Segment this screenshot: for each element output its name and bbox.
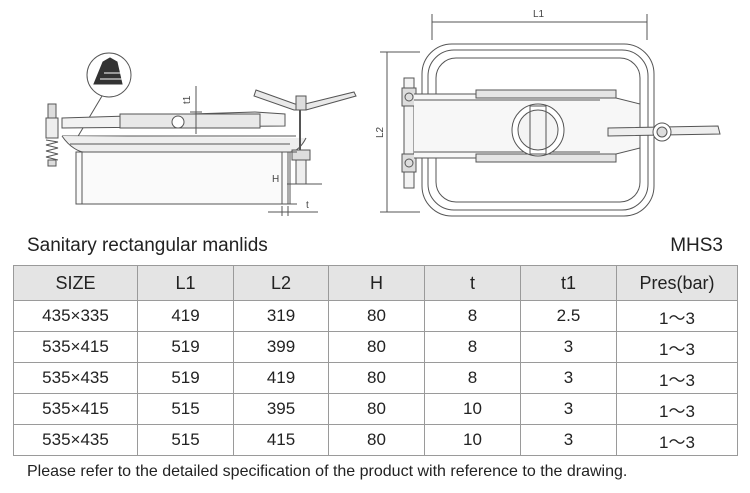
cell-l1: 515 bbox=[137, 424, 234, 456]
dim-t-label: t bbox=[306, 200, 309, 211]
cell-t: 8 bbox=[424, 362, 521, 394]
cell-l1: 515 bbox=[137, 393, 234, 425]
col-t-header: t bbox=[424, 265, 521, 301]
cell-l1: 519 bbox=[137, 331, 234, 363]
side-view bbox=[45, 52, 357, 216]
cell-size: 535×435 bbox=[13, 424, 138, 456]
cell-t: 8 bbox=[424, 331, 521, 363]
col-t1-header: t1 bbox=[520, 265, 617, 301]
cell-size: 535×415 bbox=[13, 393, 138, 425]
cell-pres: 1～3 bbox=[616, 393, 738, 425]
cell-t: 10 bbox=[424, 393, 521, 425]
dim-l1-label: L1 bbox=[533, 9, 545, 20]
cell-t1: 3 bbox=[520, 362, 617, 394]
top-view bbox=[380, 14, 721, 217]
col-pres-header: Pres(bar) bbox=[616, 265, 738, 301]
cell-l2: 395 bbox=[233, 393, 329, 425]
spec-table: SIZE L1 L2 H t t1 Pres(bar) 435×335 419 … bbox=[13, 265, 738, 456]
dim-h-label: H bbox=[272, 174, 279, 185]
cell-t1: 3 bbox=[520, 331, 617, 363]
model-code: MHS3 bbox=[670, 235, 723, 256]
table-row: 535×435 515 415 80 10 3 1～3 bbox=[13, 424, 738, 456]
table-row: 535×415 515 395 80 10 3 1～3 bbox=[13, 393, 738, 425]
cell-h: 80 bbox=[328, 331, 425, 363]
cell-h: 80 bbox=[328, 362, 425, 394]
technical-drawing: t1 H t bbox=[45, 9, 721, 217]
product-title: Sanitary rectangular manlids bbox=[27, 235, 268, 256]
col-h-header: H bbox=[328, 265, 425, 301]
cell-pres: 1～3 bbox=[616, 424, 738, 456]
table-row: 535×415 519 399 80 8 3 1～3 bbox=[13, 331, 738, 363]
cell-pres: 1～3 bbox=[616, 331, 738, 363]
cell-t1: 3 bbox=[520, 424, 617, 456]
cell-t: 8 bbox=[424, 300, 521, 332]
footnote: Please refer to the detailed specificati… bbox=[27, 463, 628, 480]
col-size-header: SIZE bbox=[13, 265, 138, 301]
cell-l2: 319 bbox=[233, 300, 329, 332]
cell-l1: 519 bbox=[137, 362, 234, 394]
title-row: Sanitary rectangular manlids MHS3 bbox=[0, 233, 750, 261]
cell-pres: 1～3 bbox=[616, 300, 738, 332]
table-row: 435×335 419 319 80 8 2.5 1～3 bbox=[13, 300, 738, 332]
cell-t: 10 bbox=[424, 424, 521, 456]
cell-size: 535×415 bbox=[13, 331, 138, 363]
cell-l2: 415 bbox=[233, 424, 329, 456]
cell-t1: 3 bbox=[520, 393, 617, 425]
cell-l1: 419 bbox=[137, 300, 234, 332]
cell-h: 80 bbox=[328, 424, 425, 456]
dim-t1-label: t1 bbox=[182, 95, 193, 104]
cell-size: 435×335 bbox=[13, 300, 138, 332]
cell-h: 80 bbox=[328, 393, 425, 425]
cell-h: 80 bbox=[328, 300, 425, 332]
cell-t1: 2.5 bbox=[520, 300, 617, 332]
col-l1-header: L1 bbox=[137, 265, 234, 301]
cell-size: 535×435 bbox=[13, 362, 138, 394]
cell-l2: 399 bbox=[233, 331, 329, 363]
col-l2-header: L2 bbox=[233, 265, 329, 301]
cell-pres: 1～3 bbox=[616, 362, 738, 394]
table-header-row: SIZE L1 L2 H t t1 Pres(bar) bbox=[13, 265, 738, 301]
table-row: 535×435 519 419 80 8 3 1～3 bbox=[13, 362, 738, 394]
dim-l2-label: L2 bbox=[375, 126, 386, 138]
cell-l2: 419 bbox=[233, 362, 329, 394]
